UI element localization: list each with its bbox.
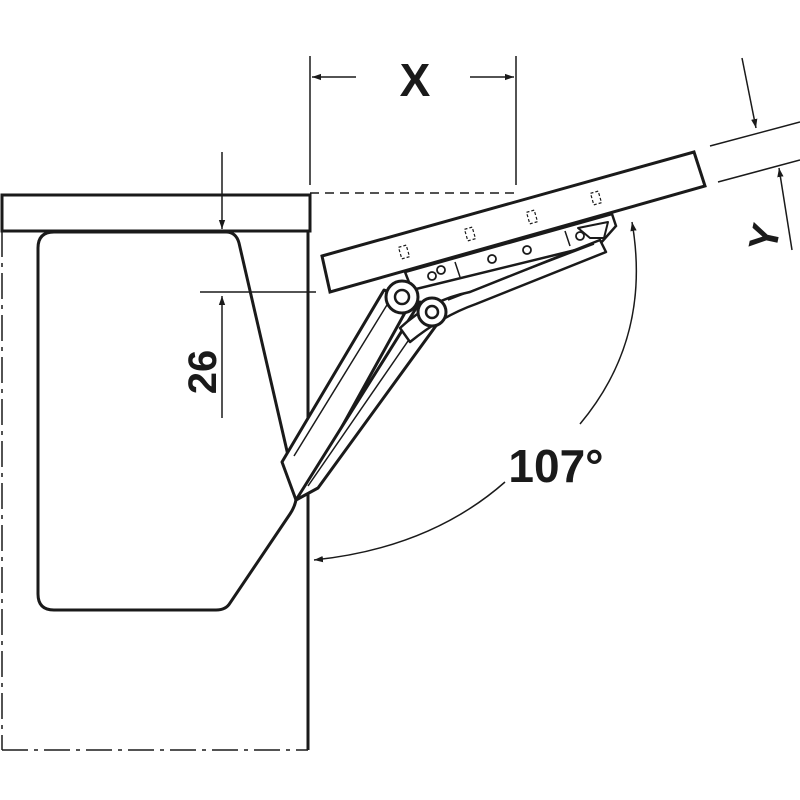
angle-arc: [313, 221, 638, 563]
plate-screw: [487, 254, 497, 264]
flap-break-bottom: [717, 159, 800, 183]
pivot-lower-inner: [424, 304, 440, 320]
cabinet-top-panel: [0, 193, 312, 233]
dim-26-label: 26: [181, 350, 225, 395]
dim-x-label: X: [400, 54, 431, 106]
angle-label: 107°: [508, 440, 603, 492]
lift-arms: [280, 221, 609, 502]
open-flap: [320, 121, 800, 294]
dimension-x: [309, 56, 517, 185]
lift-arm-outer: [280, 288, 414, 502]
plate-screw: [427, 271, 437, 281]
mechanism-housing: [36, 230, 298, 612]
dim-y-label: Y: [741, 219, 790, 255]
plate-screw: [575, 231, 585, 241]
pivot-joints: [384, 279, 448, 328]
pivot-upper-inner: [393, 288, 411, 306]
dimension-y: [741, 57, 793, 251]
plate-screw: [522, 245, 532, 255]
dimension-26: [200, 152, 316, 418]
flap-board: [320, 150, 707, 294]
cabinet: [0, 193, 312, 751]
flap-break-top: [709, 121, 800, 147]
plate-screw: [436, 265, 446, 275]
flap-mounting-plate: [403, 212, 618, 292]
